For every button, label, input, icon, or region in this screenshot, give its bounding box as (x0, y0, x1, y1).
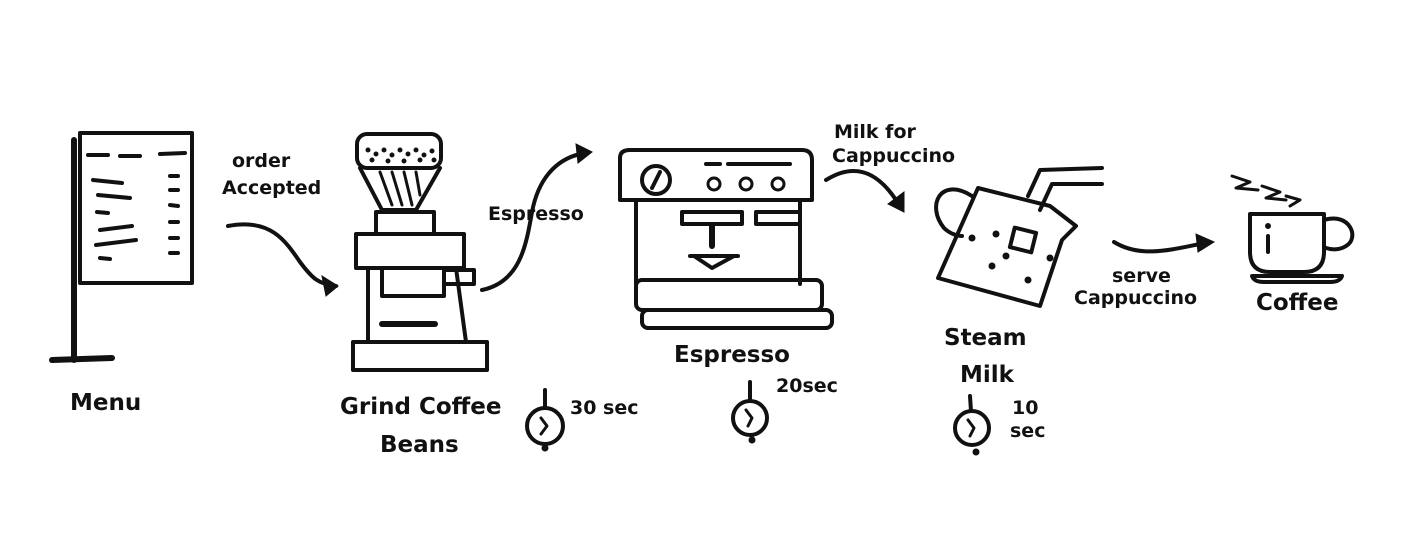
arrow-label-accepted: Accepted (222, 177, 321, 199)
steam-label-line2: Milk (960, 362, 1015, 388)
arrow-menu-to-grind (226, 222, 339, 297)
steam-timer-line1: 10 (1012, 397, 1038, 419)
espresso-machine-icon (618, 148, 834, 330)
steam-timer-line2: sec (1010, 420, 1045, 442)
arrow-label-serve-cappuccino: Cappuccino (1074, 287, 1197, 309)
arrow-label-cappuccino: Cappuccino (832, 145, 955, 167)
arrow-grind-to-espresso (480, 143, 593, 292)
coffee-grinder-icon (351, 132, 489, 372)
stopwatch-icon (731, 380, 769, 444)
menu-board-icon (49, 131, 194, 363)
coffee-cup-icon (1230, 174, 1355, 284)
milk-pitcher-icon (934, 166, 1104, 308)
espresso-timer: 20sec (776, 375, 838, 397)
grind-label-line2: Beans (380, 432, 459, 458)
grind-label-line1: Grind Coffee (340, 394, 501, 420)
arrow-label-milk-for: Milk for (834, 121, 917, 143)
arrow-espresso-to-steam (824, 168, 905, 213)
coffee-label: Coffee (1256, 290, 1339, 316)
espresso-label: Espresso (674, 342, 790, 368)
arrow-label-order: order (232, 150, 291, 172)
menu-label: Menu (70, 390, 141, 416)
stopwatch-icon (525, 388, 565, 452)
arrow-steam-to-coffee (1112, 233, 1216, 254)
arrow-label-espresso: Espresso (488, 203, 584, 225)
steam-label-line1: Steam (944, 325, 1027, 351)
grind-timer: 30 sec (570, 397, 639, 419)
arrow-label-serve: serve (1112, 265, 1171, 287)
stopwatch-icon (953, 394, 991, 456)
